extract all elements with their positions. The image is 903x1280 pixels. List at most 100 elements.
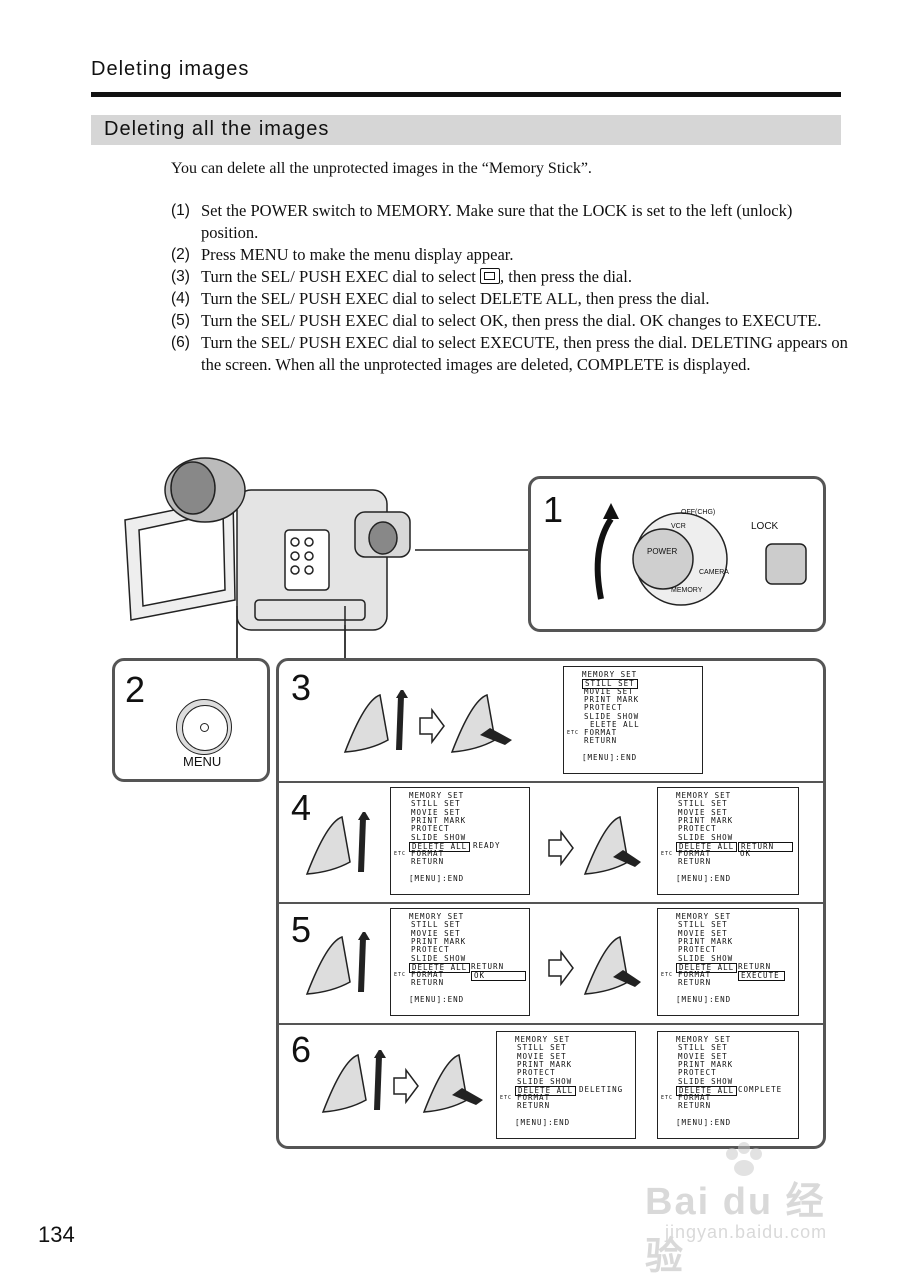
menu-item-slide: SLIDE SHOW: [411, 833, 467, 842]
step-6: (6) Turn the SEL/ PUSH EXEC dial to selec…: [171, 332, 851, 376]
step-text: Turn the SEL/ PUSH EXEC dial to select O…: [201, 311, 822, 330]
menu-item-movie: MOVIE SET: [678, 929, 728, 938]
submenu-return: RETURN: [738, 842, 794, 853]
step-number: (5): [171, 312, 190, 329]
menu-item-still: STILL SET: [678, 920, 728, 929]
menu-item-delete: DELETE ALL: [676, 842, 738, 853]
menu-item-print: PRINT MARK: [411, 816, 467, 825]
menu-button[interactable]: [176, 699, 232, 755]
menu-screen-step-4a: MEMORY SET STILL SET MOVIE SET PRINT MAR…: [390, 787, 530, 895]
menu-item-delete: ELETE ALL: [590, 720, 640, 729]
menu-title: MEMORY SET: [409, 912, 465, 921]
panel-number: 3: [291, 667, 312, 708]
menu-title: MEMORY SET: [676, 1035, 732, 1044]
menu-item-format: FORMAT: [411, 849, 445, 858]
section-rule: [91, 92, 841, 97]
submenu-ok: OK: [740, 849, 752, 858]
menu-item-movie: MOVIE SET: [411, 929, 461, 938]
menu-item-delete: DELETE ALL: [515, 1086, 577, 1097]
menu-item-return: RETURN: [678, 857, 712, 866]
panel-number: 5: [291, 909, 312, 950]
menu-end: [MENU]:END: [676, 874, 732, 883]
panel-number: 6: [291, 1029, 312, 1070]
step-1: (1)Set the POWER switch to MEMORY. Make …: [171, 200, 851, 244]
section-title: Deleting images: [91, 58, 250, 80]
menu-item-print: PRINT MARK: [678, 937, 734, 946]
submenu-return: RETURN: [738, 962, 772, 971]
menu-end: [MENU]:END: [409, 874, 465, 883]
menu-item-protect: PROTECT: [678, 824, 717, 833]
power-label: POWER: [647, 547, 678, 556]
menu-screen-step-3: MEMORY SET STILL SET MOVIE SET PRINT MAR…: [563, 666, 703, 774]
step-text: , then press the dial.: [499, 267, 632, 286]
menu-screen-step-6b: MEMORY SET STILL SET MOVIE SET PRINT MAR…: [657, 1031, 799, 1139]
menu-item-protect: PROTECT: [678, 945, 717, 954]
menu-item-format: FORMAT: [678, 970, 712, 979]
dial-press-illustration: [548, 816, 641, 875]
menu-item-return: RETURN: [678, 1101, 712, 1110]
menu-item-movie: MOVIE SET: [411, 808, 461, 817]
menu-screen-step-5a: MEMORY SET STILL SET MOVIE SET PRINT MAR…: [390, 908, 530, 1016]
step-text: Press MENU to make the menu display appe…: [201, 245, 514, 264]
menu-item-still: STILL SET: [582, 679, 638, 690]
lock-label: LOCK: [751, 521, 779, 532]
menu-item-print: PRINT MARK: [678, 1060, 734, 1069]
step-5: (5) Turn the SEL/ PUSH EXEC dial to selec…: [171, 310, 851, 332]
dial-turn-illustration: [305, 812, 370, 875]
panel-step-2: 2 MENU: [112, 658, 270, 782]
page-number: 134: [38, 1222, 75, 1247]
menu-title: MEMORY SET: [582, 670, 638, 679]
menu-item-movie: MOVIE SET: [584, 687, 634, 696]
etc-label: ETC: [394, 851, 407, 857]
step-number: (3): [171, 268, 190, 285]
menu-item-format: FORMAT: [517, 1093, 551, 1102]
menu-end: [MENU]:END: [676, 995, 732, 1004]
menu-end: [MENU]:END: [582, 753, 638, 762]
menu-item-format: FORMAT: [678, 1093, 712, 1102]
menu-item-slide: SLIDE SHOW: [678, 954, 734, 963]
step-3: (3) Turn the SEL/ PUSH EXEC dial to selec…: [171, 266, 851, 288]
menu-item-return: RETURN: [584, 736, 618, 745]
menu-title: MEMORY SET: [409, 791, 465, 800]
memory-stick-icon: [479, 268, 500, 284]
menu-end: [MENU]:END: [515, 1118, 571, 1127]
step-text: Turn the SEL/ PUSH EXEC dial to select: [201, 267, 480, 286]
menu-item-format: FORMAT: [584, 728, 618, 737]
menu-item-slide: SLIDE SHOW: [517, 1077, 573, 1086]
etc-label: ETC: [661, 851, 674, 857]
menu-item-movie: MOVIE SET: [517, 1052, 567, 1061]
menu-item-print: PRINT MARK: [678, 816, 734, 825]
camcorder-illustration: [124, 457, 435, 660]
menu-item-movie: MOVIE SET: [678, 1052, 728, 1061]
menu-item-protect: PROTECT: [411, 824, 450, 833]
menu-item-protect: PROTECT: [517, 1068, 556, 1077]
menu-item-return: RETURN: [411, 978, 445, 987]
menu-item-protect: PROTECT: [678, 1068, 717, 1077]
status-complete: COMPLETE: [738, 1085, 783, 1094]
dial-turn-press-illustration: [343, 690, 512, 753]
step-text: Turn the SEL/ PUSH EXEC dial to select D…: [201, 289, 710, 308]
dial-turn-press-illustration: [321, 1050, 483, 1113]
dial-turn-illustration: [305, 932, 370, 995]
paw-icon: [726, 1142, 762, 1176]
power-switch-illustration: [594, 503, 807, 606]
etc-label: ETC: [394, 972, 407, 978]
watermark-url: jingyan.baidu.com: [665, 1222, 828, 1242]
menu-screen-step-6a: MEMORY SET STILL SET MOVIE SET PRINT MAR…: [496, 1031, 636, 1139]
step-2: (2)Press MENU to make the menu display a…: [171, 244, 851, 266]
submenu-ok: OK: [471, 971, 527, 982]
menu-title: MEMORY SET: [676, 791, 732, 800]
subsection-bar: [91, 115, 841, 145]
step-number: (6): [171, 334, 190, 351]
off-label: OFF(CHG): [681, 509, 716, 516]
step-number: (1): [171, 202, 190, 219]
connector-line: [435, 549, 530, 551]
step-text: Turn the SEL/ PUSH EXEC dial to select E…: [201, 333, 848, 374]
panel-number: 1: [543, 489, 564, 530]
etc-label: ETC: [567, 730, 580, 736]
menu-item-still: STILL SET: [678, 799, 728, 808]
menu-item-protect: PROTECT: [411, 945, 450, 954]
menu-item-return: RETURN: [517, 1101, 551, 1110]
menu-item-still: STILL SET: [517, 1043, 567, 1052]
panel-number: 4: [291, 787, 312, 828]
